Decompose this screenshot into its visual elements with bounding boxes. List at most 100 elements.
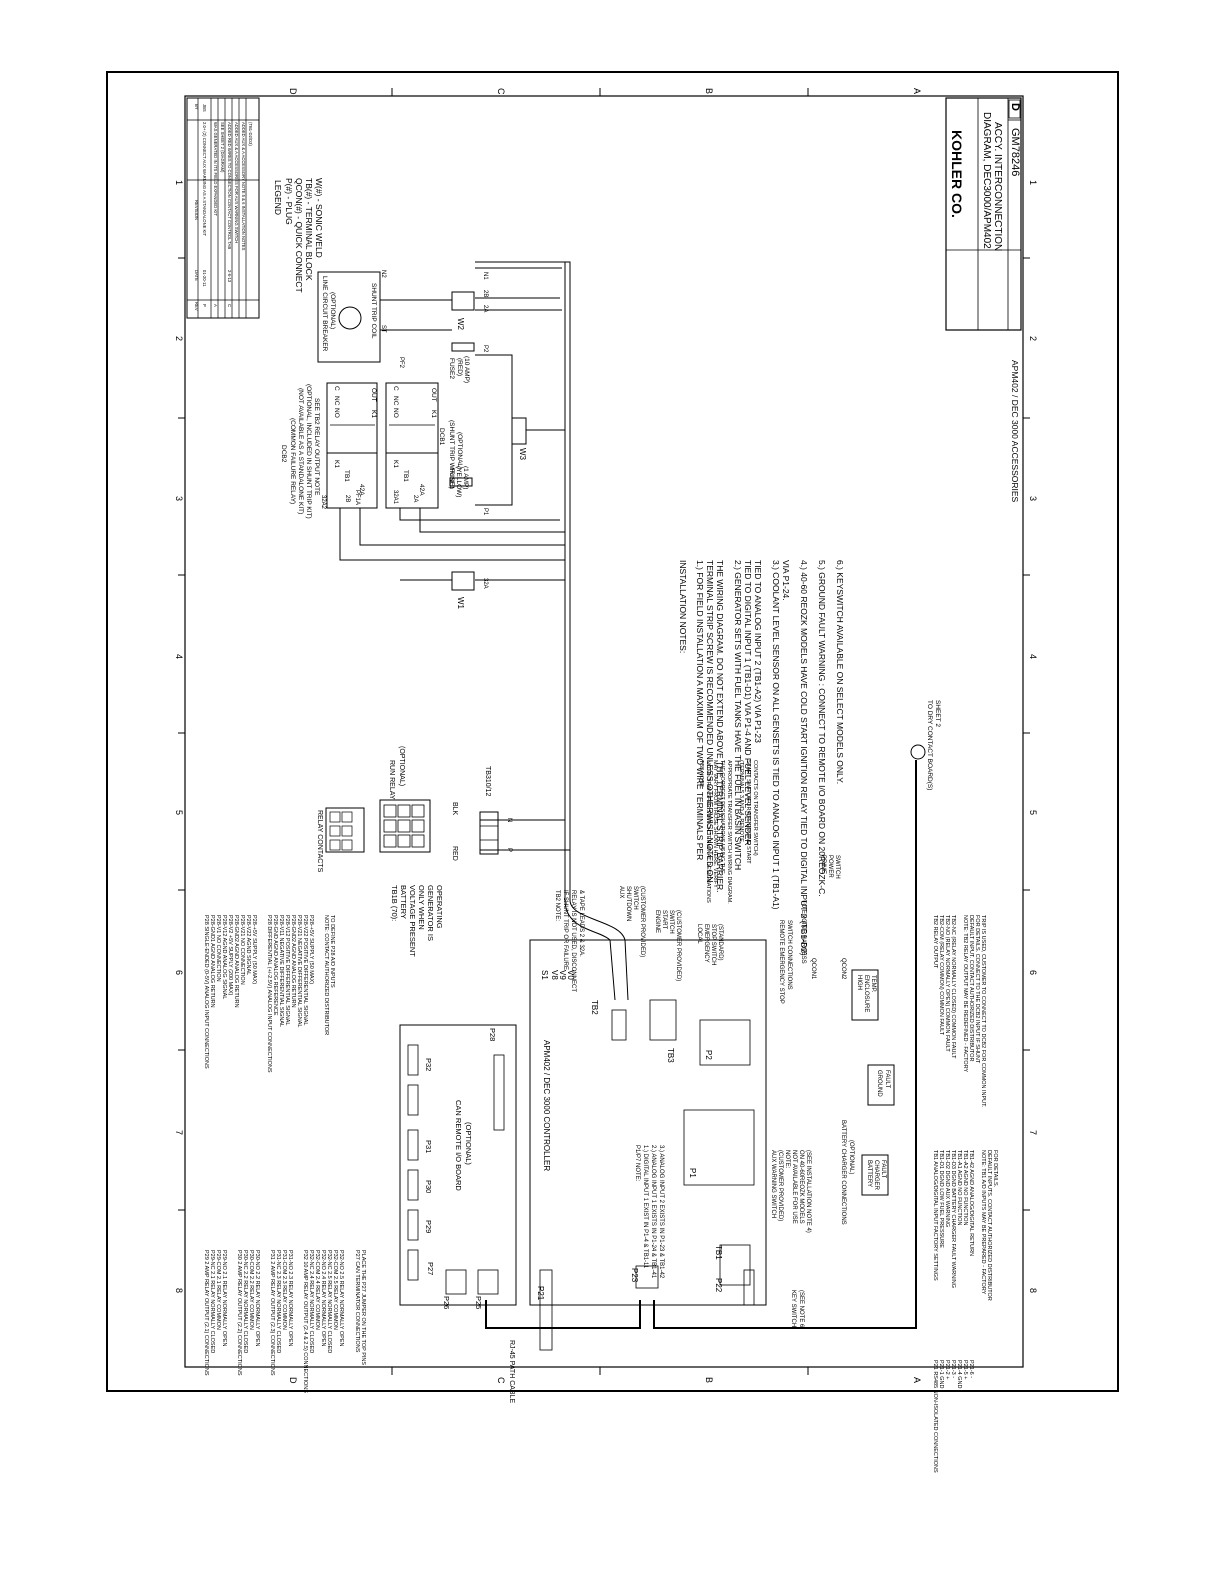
zone-row-top-2: C (496, 88, 506, 95)
remote-estop-2: SWITCH CONNECTIONS (786, 920, 792, 990)
tb2-rel-3: TB2-NC (RELAY NORMALLY CLOSED) COMMON FA… (950, 915, 956, 1059)
dcb2-desc1: (COMMON FAILURE RELAY) (289, 418, 296, 504)
high-temp-3: TEMP. (870, 975, 876, 993)
dcb1-nc: NC (392, 396, 399, 406)
dry-contact-sub: SHEET 2 (934, 700, 941, 727)
p28a-note-1: P28-GND1 AGND ANALOG RETURN (209, 915, 215, 1008)
tb1-note-1: TB1-D1 DGND LOW FUEL PRESSURE (938, 1150, 944, 1248)
dcb1-term-k1: K1 (392, 460, 399, 468)
dcb2-no: NO (333, 408, 340, 418)
p31-note-3: P31-NO 2.3 RELAY NORMALLY OPEN (287, 1250, 293, 1347)
battery-note-2: BATTERY (399, 885, 408, 919)
tb2-rel-0: TB2 RELAY OUTPUT (932, 915, 938, 969)
battery-charger-3: FAULT (880, 1160, 886, 1179)
legend-item-3: TB(#) - TERMINAL BLOCK (304, 178, 314, 281)
tb1-note-2: TB1-D2 DGND AUX WARNING (944, 1150, 950, 1227)
zone-row-bot-1: D (288, 1377, 298, 1384)
weld-w3-label: W3 (518, 448, 527, 461)
zone-col-3: 3 (174, 496, 184, 501)
qcon1: QCON1 (810, 958, 816, 980)
can-remote-io-board: CAN REMOTE I/O BOARD (OPTIONAL) P27 P29 … (399, 1024, 517, 1309)
controller-p2: P2 (704, 1050, 713, 1060)
tb3-note-5: (TERMINALS 3 AND 4, REMOTE (738, 760, 744, 842)
breaker-coil: SHUNT TRIP COIL (370, 283, 377, 339)
zone-col-r6: 6 (1028, 970, 1038, 975)
p1p7-note-2: 1.) DIGITAL INPUT 1 EXIST IN P1-4 & TB1-… (642, 1145, 648, 1269)
title-block: KOHLER CO. DIAGRAM, DEC3000/APM402 ACCY.… (945, 97, 1022, 331)
tb1-note-5: TB1-A2 AGND NO FUNCTION (962, 1150, 968, 1226)
battery-note-3: VOLTAGE PRESENT (408, 885, 417, 957)
p30-note-3: P30-NO 2.2 RELAY NORMALLY OPEN (254, 1250, 260, 1347)
dcb2-c: C (333, 386, 340, 391)
key-switch-2: (SEE NOTE 6) (798, 1290, 804, 1329)
tb2-note-2: IF SHUNT TRIP OR FAILURE (562, 890, 568, 970)
engine-start-4: (CUSTOMER PROVIDED) (675, 910, 681, 981)
run-relay: RUN RELAY (OPTIONAL) TB310/12 BLK RED (379, 746, 499, 861)
rev-header-date: DATE (194, 270, 199, 281)
wire-n: N (506, 818, 512, 822)
zone-markers (178, 88, 1030, 1375)
wire-p: P (506, 848, 512, 852)
install-note-10: 5.) GROUND FAULT WARNING : CONNECT TO RE… (817, 560, 827, 897)
p28a-note-7: P28-V22 AGND SIGNAL (245, 915, 251, 975)
battery-note-5: GENERATOR IS (426, 885, 435, 941)
tb2-rel-6: FOR DETAILS. CONNECT TO THE DCB2 INPUT I… (974, 915, 980, 1064)
zone-col-1: 1 (174, 180, 184, 185)
p32-note-2: P32-COM 2.4 RELAY COMMON (314, 1250, 320, 1330)
p32-note-6: P32-NO 2.5 RELAY NORMALLY OPEN (338, 1250, 344, 1347)
connection-notes-left: P29 2 AMP RELAY OUTPUT (2.1) CONNECTIONS… (203, 915, 366, 1393)
prime-power-3: SWITCH (834, 855, 840, 879)
aux-shutdown-2: SHUTDOWN (625, 886, 631, 921)
p21-note-4: P21-4 GND (956, 1360, 962, 1388)
engine-start-2: START (661, 910, 667, 929)
wire-p2: P2 (482, 345, 488, 353)
p32-note-3: P32-NO 2.4 RELAY NORMALLY OPEN (320, 1250, 326, 1347)
fuse2-rating: (10 AMP) (463, 356, 470, 383)
io-plug-p32: P32 (424, 1058, 433, 1071)
controller-s1: S1 (540, 970, 549, 980)
dcb2-relay: DCB2 (COMMON FAILURE RELAY) (NOT AVAILAB… (280, 382, 378, 519)
line-circuit-breaker: LINE CIRCUIT BREAKER (OPTIONAL) SHUNT TR… (317, 271, 381, 363)
zone-row-bot-2: C (496, 1377, 506, 1384)
p28b-note-7: P28-+5V SUPPLY (50 MAX) (308, 915, 314, 984)
p32-note-1: P32-NC 2.4 RELAY NORMALLY CLOSED (308, 1250, 314, 1353)
rev-row-5: ADDED AUX & A ACCESSORIES FOR AUX WARNIN… (234, 122, 239, 243)
aux-warning-6: (SEE INSTALLATION NOTE 4) (805, 1150, 811, 1233)
p28b-note-3: P28-V12 POSITIVE DIFFERENTIAL SIGNAL (284, 915, 290, 1025)
wire-32a: 32A (482, 578, 488, 589)
p32-note-0: P32 10 AMP RELAY OUTPUT (2.4 & 2.5) CONN… (302, 1250, 308, 1393)
legend-item-2: QCON(#) - QUICK CONNECT (294, 178, 304, 293)
aux-shutdown-1: AUX (618, 886, 624, 898)
weld-w1-label: W1 (456, 597, 465, 610)
p27-note-0: P27 CAN TERMINATOR CONNECTIONS (354, 1250, 360, 1353)
wire-pf2: PF2 (398, 357, 404, 369)
fault-modules: HIGH ENCLOSURE TEMP. GROUND FAULT BATTER… (770, 969, 895, 1329)
p28b-note-5: P28-V21 NEGATIVE DIFFERENTIAL SIGNAL (296, 915, 302, 1027)
dry-contact-ref: TO DRY CONTACT BOARD(S) SHEET 2 (910, 700, 941, 790)
tb2-rel-2: TB2-NO (RELAY NORMALLY OPEN) COMMON FAUL… (944, 915, 950, 1052)
legend-item-1: P(#) - PLUG (284, 178, 294, 225)
p28b-note-6: P28-V22 POSITIVE DIFFERENTIAL SIGNAL (302, 915, 308, 1025)
cable-label: RJ-45 PATH CABLE (508, 1340, 515, 1403)
run-relay-optional: (OPTIONAL) (398, 746, 405, 786)
io-plug-p30: P30 (424, 1180, 433, 1193)
wire-st: ST (380, 325, 386, 333)
legend-heading: LEGEND (273, 180, 283, 215)
wire-2b-right: 2B (482, 290, 488, 297)
p30-note-0: P30 2 AMP RELAY OUTPUT (2.2) CONNECTIONS (236, 1250, 242, 1376)
p28a-note-0: P28 SINGLE-ENDED (0-5V) ANALOG INPUT CON… (203, 915, 209, 1069)
p28b-note-0: P28 DIFFERENTIAL (+/-2.5V) ANALOG INPUT … (266, 915, 272, 1073)
tb1-note-8: DEFAULT INPUTS. CONTACT AUTHORIZED DISTR… (986, 1150, 992, 1301)
tb2-rel-5: DEFAULT INPUT. CONTACT AUTHORIZED DISTRI… (968, 915, 974, 1062)
dcb2-out: OUT (370, 388, 377, 402)
ground-fault-2: FAULT (884, 1070, 890, 1089)
p1p7-note-1: P1/P7 NOTE: (634, 1145, 640, 1182)
install-note-6: TIED TO ANALOG INPUT 2 (TB1-A2) VIA P1-2… (753, 560, 763, 743)
install-note-5: TIED TO DIGITAL INPUT 1 (TB1-D1) VIA P1-… (743, 560, 753, 846)
dcb1-c: C (392, 386, 399, 391)
rev-code-2: A (213, 304, 218, 307)
shunt-trip-coil-symbol (338, 306, 362, 330)
tb2-note-3: RELAY IS NOT USED, DISCONNECT (570, 890, 576, 992)
controller-p23: P23 (630, 1268, 639, 1283)
wire-color-blk: BLK (451, 802, 458, 816)
